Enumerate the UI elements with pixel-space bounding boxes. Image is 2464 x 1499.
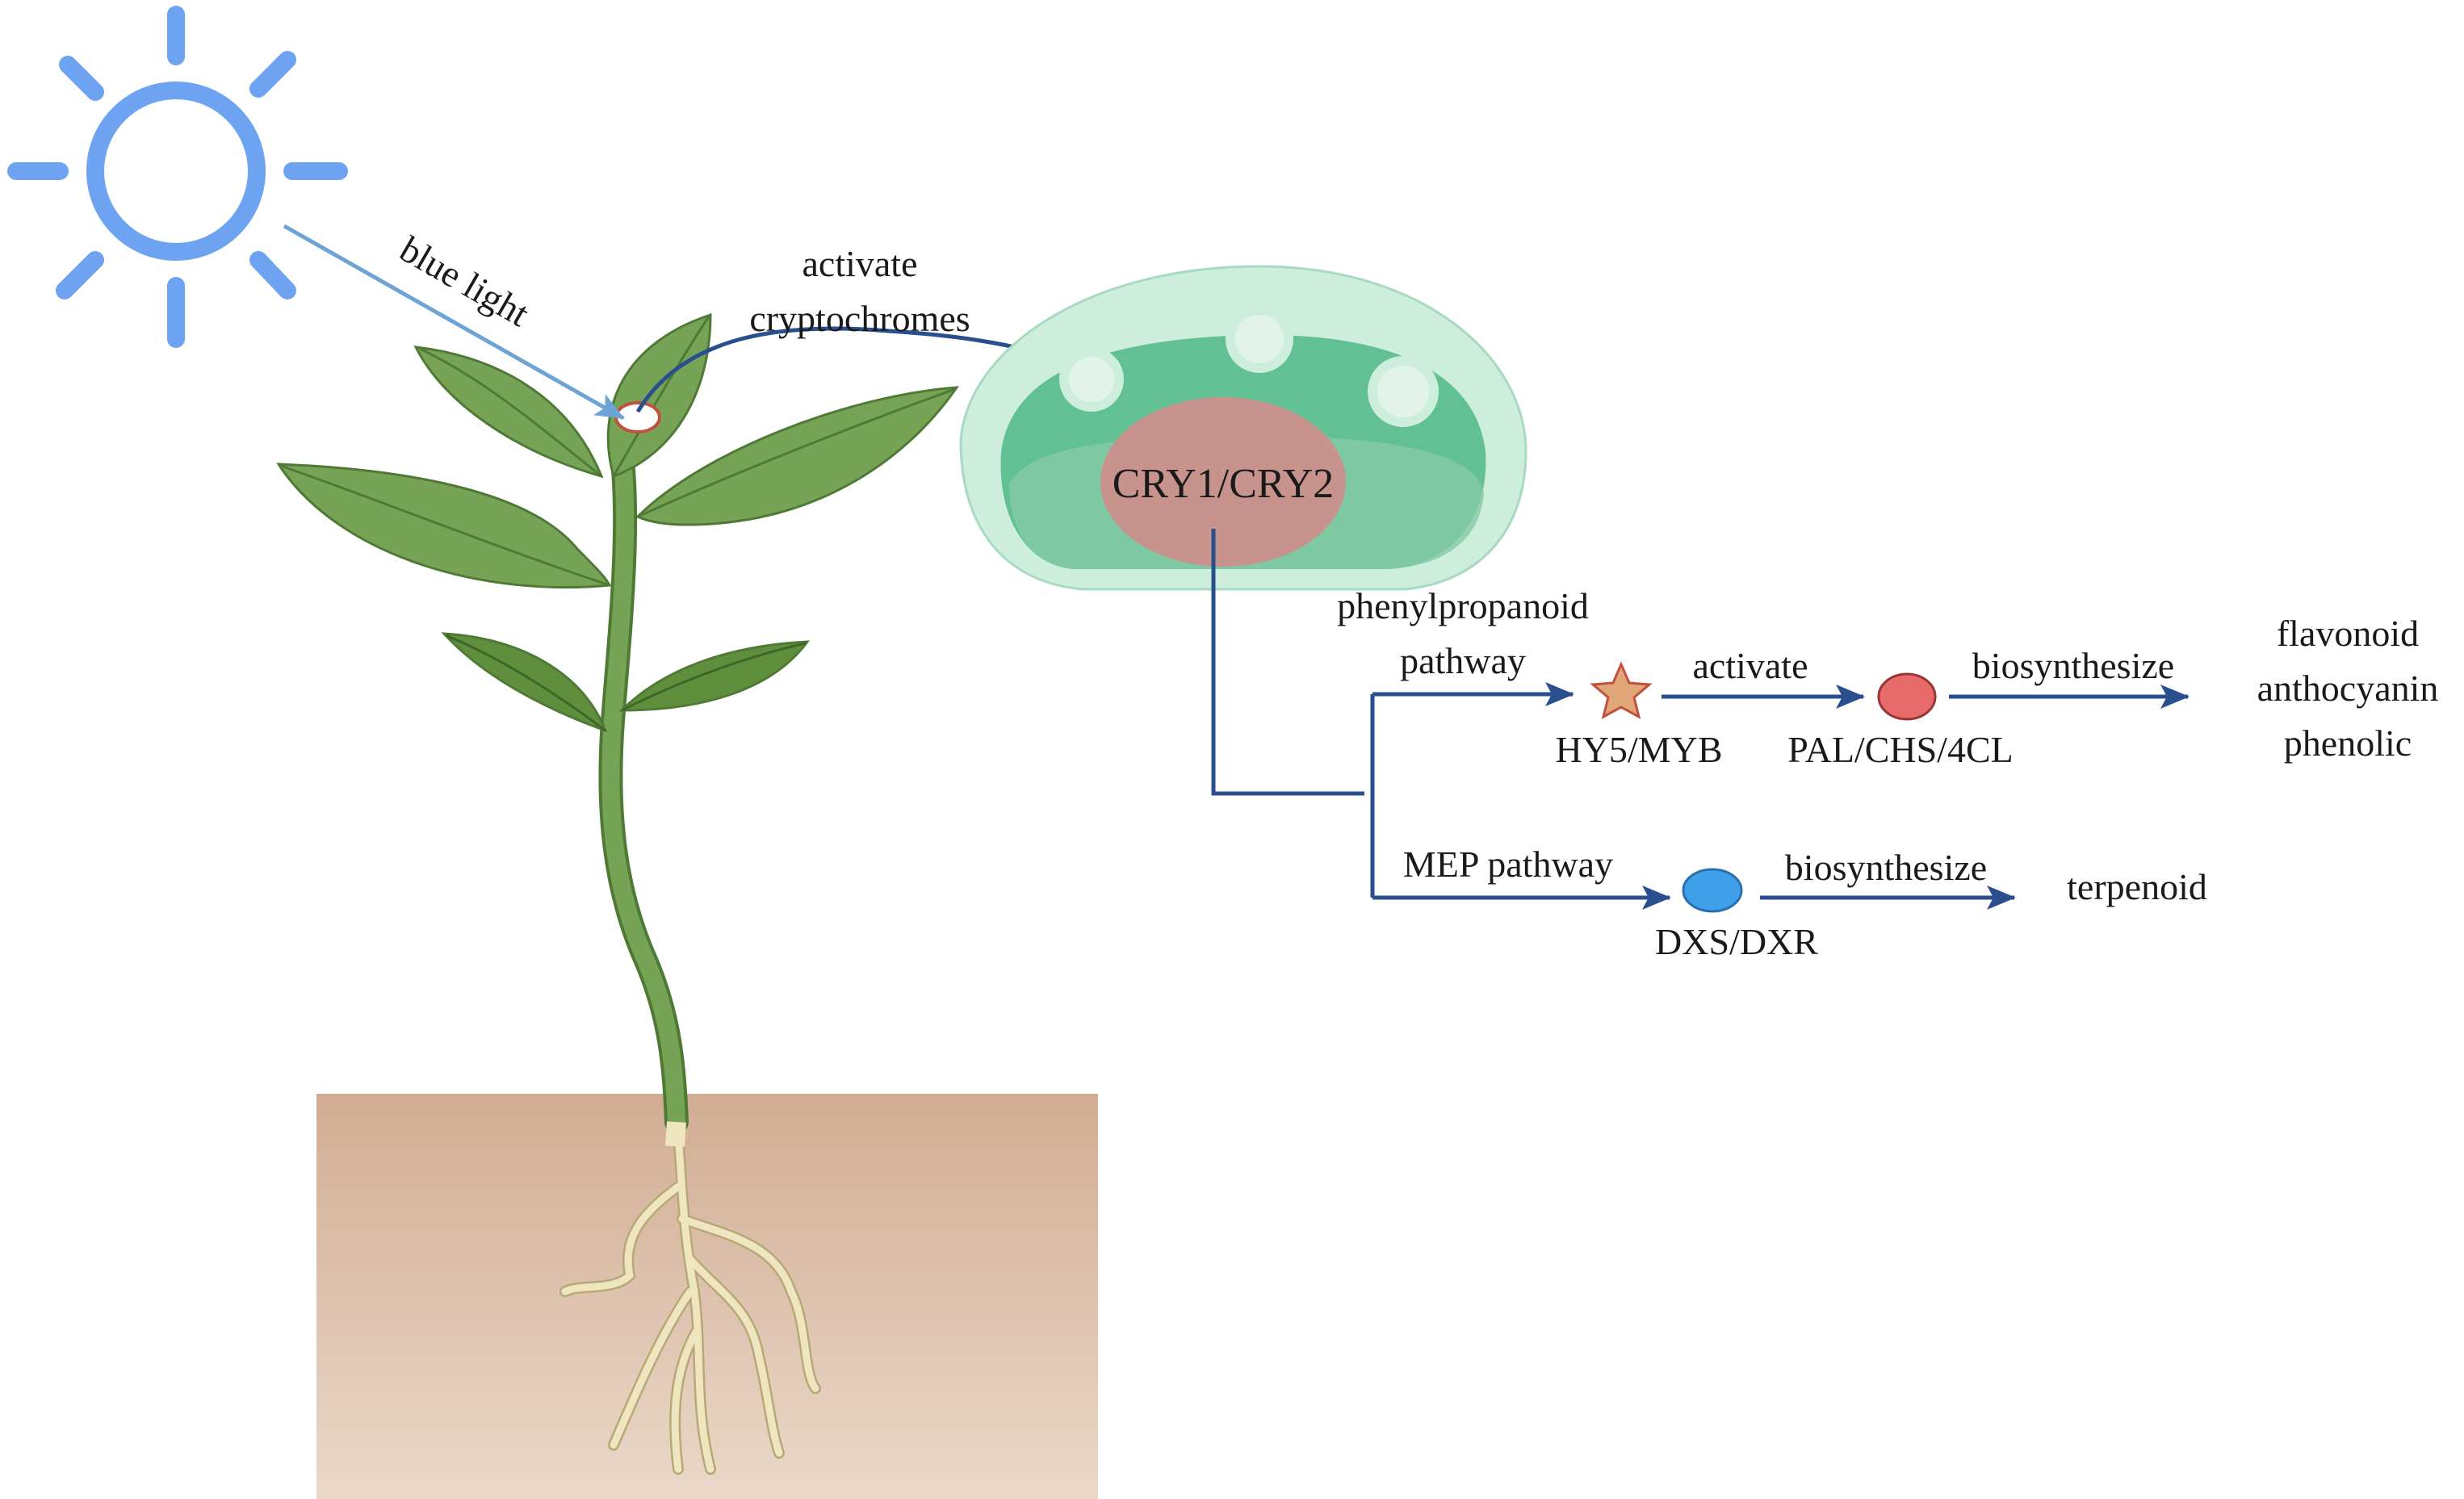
leaf-lower-left [441, 632, 608, 733]
mep-label: MEP pathway [1403, 844, 1613, 885]
product-anthocyanin: anthocyanin [2257, 668, 2439, 709]
blue-light-arrow [283, 224, 625, 421]
cell [959, 265, 1527, 591]
leaf-upper-left [413, 345, 604, 479]
pal-oval-icon [1877, 672, 1937, 721]
leaf-right-big [635, 386, 960, 526]
leaf-lower-right [618, 640, 811, 712]
activate2-label: activate [1692, 645, 1808, 686]
plant [276, 312, 960, 1475]
cry-label: CRY1/CRY2 [1113, 461, 1335, 507]
dxs-label: DXS/DXR [1655, 921, 1818, 962]
pathway-label: pathway [1400, 640, 1526, 681]
product-phenolic: phenolic [2284, 722, 2412, 764]
dxs-oval-icon [1682, 868, 1743, 913]
leaf-top [606, 312, 712, 478]
phenyl-label: phenylpropanoid [1337, 585, 1589, 626]
biosynth1-label: biosynthesize [1972, 645, 2174, 686]
terpenoid-label: terpenoid [2067, 866, 2207, 907]
biosynth2-label: biosynthesize [1785, 847, 1987, 888]
blue-light-label: blue light [393, 228, 536, 334]
sun-icon [7, 6, 348, 348]
cryptochromes-label: cryptochromes [749, 298, 970, 339]
product-flavonoid: flavonoid [2277, 613, 2419, 654]
activate-label: activate [802, 243, 917, 284]
hy5-star-icon [1590, 661, 1653, 719]
pathway-connectors [1211, 529, 1375, 898]
nucleus [1100, 397, 1346, 567]
leaf-left-big [276, 463, 612, 589]
pal-label: PAL/CHS/4CL [1787, 729, 2014, 770]
hy5-label: HY5/MYB [1555, 729, 1722, 770]
